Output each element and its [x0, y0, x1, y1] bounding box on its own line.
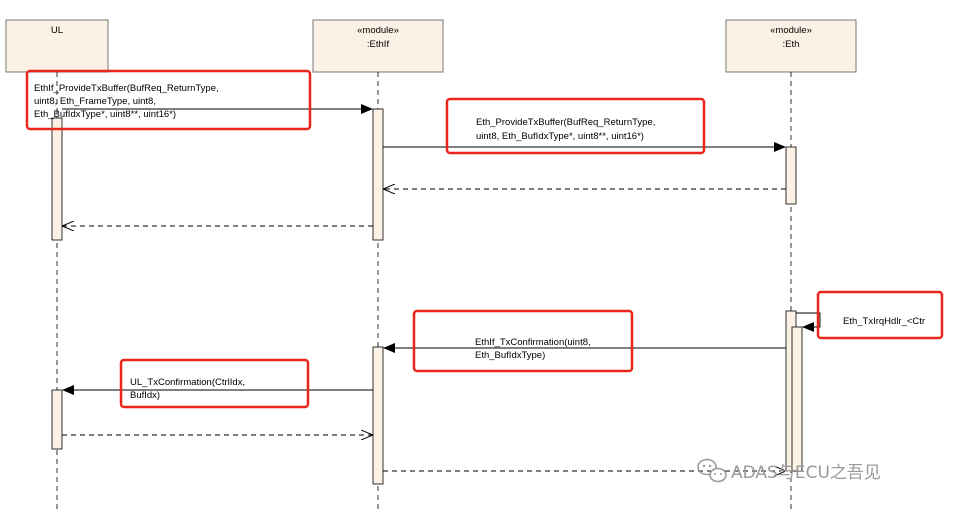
highlight-box-eth-txirqhdlr [816, 290, 944, 340]
message-label-line: Eth_BufIdxType*, uint8**, uint16*) [34, 109, 176, 120]
message-label-line: Eth_TxIrqHdlr_<Ctr [843, 316, 925, 327]
activation-eth-1 [785, 146, 797, 205]
message-label-ul-txconfirmation: UL_TxConfirmation(CtrlIdx, BufIdx) [130, 377, 245, 401]
message-label-line: EthIf_TxConfirmation(uint8, [475, 337, 591, 348]
activation-ethif-1 [372, 108, 384, 241]
lifeline-head-ethif: «module» :EthIf [312, 19, 444, 73]
activation-ul-2 [51, 389, 63, 450]
message-label-line: Eth_ProvideTxBuffer(BufReq_ReturnType, [476, 117, 655, 128]
message-label-line: EthIf_ProvideTxBuffer(BufReq_ReturnType, [34, 83, 219, 94]
self-message-arrow-eth-txirqhdlr [796, 312, 821, 332]
wechat-icon [697, 458, 727, 483]
message-label-line: UL_TxConfirmation(CtrlIdx, [130, 377, 245, 388]
lifeline-name-ethif: :EthIf [367, 39, 390, 50]
message-label-eth-txirqhdlr: Eth_TxIrqHdlr_<Ctr [843, 316, 925, 327]
activation-ethif-2 [372, 346, 384, 485]
lifeline-stereotype-eth: «module» [770, 25, 812, 36]
lifeline-name-ul: UL [51, 25, 63, 36]
lifeline-head-ul: UL [5, 19, 109, 73]
highlight-box-ethif-providetxbuffer [25, 69, 312, 131]
message-label-line: Eth_BufIdxType) [475, 350, 545, 361]
watermark: ADAS与ECU之吾见 [697, 458, 881, 483]
message-label-line: uint8, Eth_FrameType, uint8, [34, 96, 156, 107]
lifeline-head-eth: «module» :Eth [725, 19, 857, 73]
highlight-box-ethif-txconfirmation [412, 309, 634, 373]
lifeline-stereotype-ethif: «module» [357, 25, 399, 36]
highlight-box-eth-providetxbuffer [445, 97, 706, 155]
message-label-ethif-providetxbuffer: EthIf_ProvideTxBuffer(BufReq_ReturnType,… [34, 83, 219, 120]
message-label-line: BufIdx) [130, 390, 160, 401]
activation-eth-3 [791, 326, 803, 472]
message-label-ethif-txconfirmation: EthIf_TxConfirmation(uint8, Eth_BufIdxTy… [475, 337, 591, 361]
activation-ul-1 [51, 117, 63, 241]
lifeline-name-eth: :Eth [783, 39, 800, 50]
message-label-eth-providetxbuffer: Eth_ProvideTxBuffer(BufReq_ReturnType, u… [476, 117, 655, 142]
message-label-line: uint8, Eth_BufIdxType*, uint8**, uint16*… [476, 131, 644, 142]
watermark-text: ADAS与ECU之吾见 [731, 463, 881, 483]
highlight-box-ul-txconfirmation [119, 358, 310, 409]
